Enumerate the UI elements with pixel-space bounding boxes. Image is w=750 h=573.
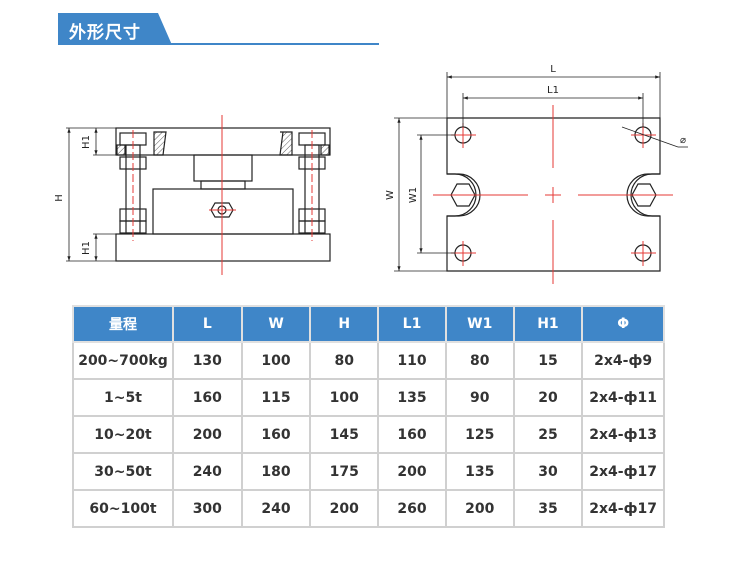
table-cell: 300 [171, 489, 243, 528]
table-cell: 30~50t [72, 452, 174, 491]
table-cell: 2x4-ф17 [581, 452, 665, 491]
side-dimensions [66, 127, 116, 262]
table-cell: 25 [512, 415, 584, 454]
table-cell: 100 [309, 378, 380, 417]
centerlines-top [433, 105, 673, 284]
label-H1-top: H1 [81, 135, 92, 149]
header-L: L [171, 305, 243, 343]
table-cell: 115 [240, 378, 312, 417]
table-cell: 125 [444, 415, 515, 454]
header-W: W [240, 305, 312, 343]
load-cell-top [193, 154, 253, 182]
label-L1: L1 [547, 85, 559, 96]
table-cell: 160 [171, 378, 243, 417]
section-header-underline [150, 43, 379, 45]
table-cell: 60~100t [72, 489, 174, 528]
table-cell: 15 [512, 341, 584, 380]
header-L1: L1 [377, 305, 447, 343]
header-H: H [309, 305, 380, 343]
centerlines-side [132, 115, 313, 275]
table-cell: 80 [309, 341, 380, 380]
table-cell: 2x4-ф9 [581, 341, 665, 380]
table-cell: 180 [240, 452, 312, 491]
header-phi: Φ [581, 305, 665, 343]
label-H1-bottom: H1 [81, 241, 92, 255]
table-cell: 10~20t [72, 415, 174, 454]
table-cell: 200 [309, 489, 380, 528]
header-capacity: 量程 [72, 305, 174, 343]
table-cell: 2x4-ф11 [581, 378, 665, 417]
table-cell: 100 [240, 341, 312, 380]
side-view [115, 127, 331, 262]
section-header: 外形尺寸 [58, 13, 172, 45]
table-cell: 200~700kg [72, 341, 174, 380]
table-cell: 200 [444, 489, 515, 528]
table-cell: 240 [171, 452, 243, 491]
label-phi: ⌀ [680, 135, 686, 146]
table-cell: 20 [512, 378, 584, 417]
table-cell: 2x4-ф17 [581, 489, 665, 528]
header-H1: H1 [512, 305, 584, 343]
table-cell: 160 [377, 415, 447, 454]
table-cell: 160 [240, 415, 312, 454]
table-cell: 1~5t [72, 378, 174, 417]
table-cell: 145 [309, 415, 380, 454]
table-cell: 175 [309, 452, 380, 491]
bottom-plate [115, 233, 331, 262]
table-cell: 240 [240, 489, 312, 528]
table-cell: 135 [444, 452, 515, 491]
load-cell-body [152, 188, 294, 235]
table-cell: 90 [444, 378, 515, 417]
header-W1: W1 [444, 305, 515, 343]
top-dimensions [394, 72, 688, 272]
dimension-drawing: H H1 H1 L L1 W W1 ⌀ [54, 64, 688, 284]
table-cell: 2x4-ф13 [581, 415, 665, 454]
table-cell: 260 [377, 489, 447, 528]
table-cell: 80 [444, 341, 515, 380]
table-cell: 135 [377, 378, 447, 417]
section-title: 外形尺寸 [69, 23, 141, 43]
table-cell: 30 [512, 452, 584, 491]
top-plate [115, 127, 331, 156]
table-cell: 130 [171, 341, 243, 380]
table-cell: 35 [512, 489, 584, 528]
table-cell: 110 [377, 341, 447, 380]
table-cell: 200 [171, 415, 243, 454]
label-H: H [54, 194, 65, 202]
label-W: W [385, 190, 396, 200]
table-cell: 200 [377, 452, 447, 491]
table-header-row: 量程 L W H L1 W1 H1 Φ [72, 305, 665, 343]
label-L: L [550, 64, 556, 75]
label-W1: W1 [408, 187, 419, 203]
